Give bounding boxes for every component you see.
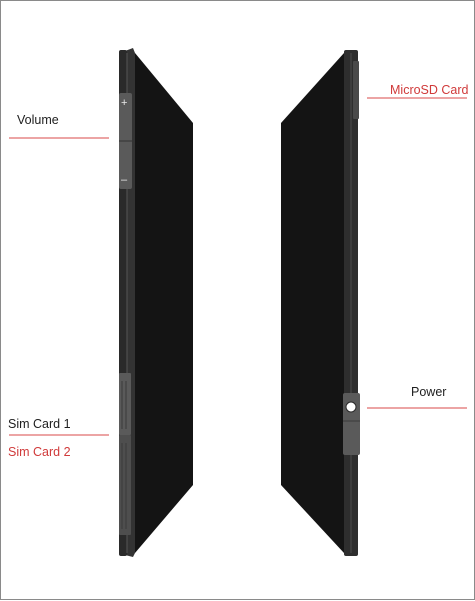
right-device [281,50,360,556]
label-microsd-card: MicroSD Card [390,83,469,97]
label-power: Power [411,385,447,399]
label-sim-card-1: Sim Card 1 [8,417,71,431]
left-device-body [135,53,193,553]
label-sim-card-2: Sim Card 2 [8,445,71,459]
right-device-body [281,53,344,553]
volume-down-glyph: – [121,174,128,186]
microsd-slot [353,61,359,119]
label-volume: Volume [17,113,59,127]
power-button [345,401,357,413]
sim-tray-2 [119,435,131,535]
sim-tray-1 [119,373,131,435]
sim-tray-ridges [121,381,127,529]
leader-lines [9,97,467,436]
left-device [119,48,193,557]
volume-up-glyph: + [121,97,128,109]
